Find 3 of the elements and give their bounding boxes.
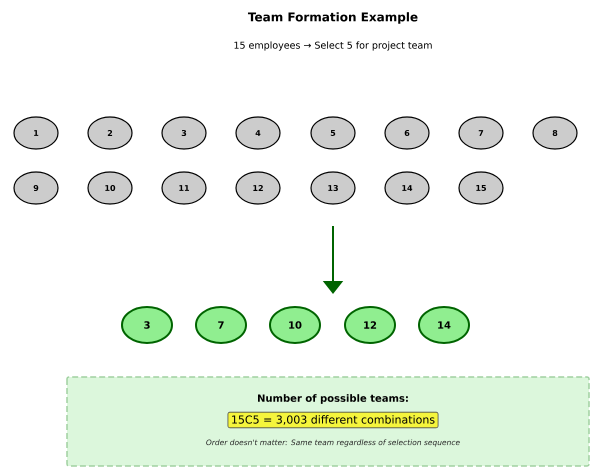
- subtitle: 15 employees → Select 5 for project team: [234, 41, 432, 51]
- formula-box: 15C5 = 3,003 different combinations: [228, 412, 438, 428]
- title: Team Formation Example: [248, 12, 418, 24]
